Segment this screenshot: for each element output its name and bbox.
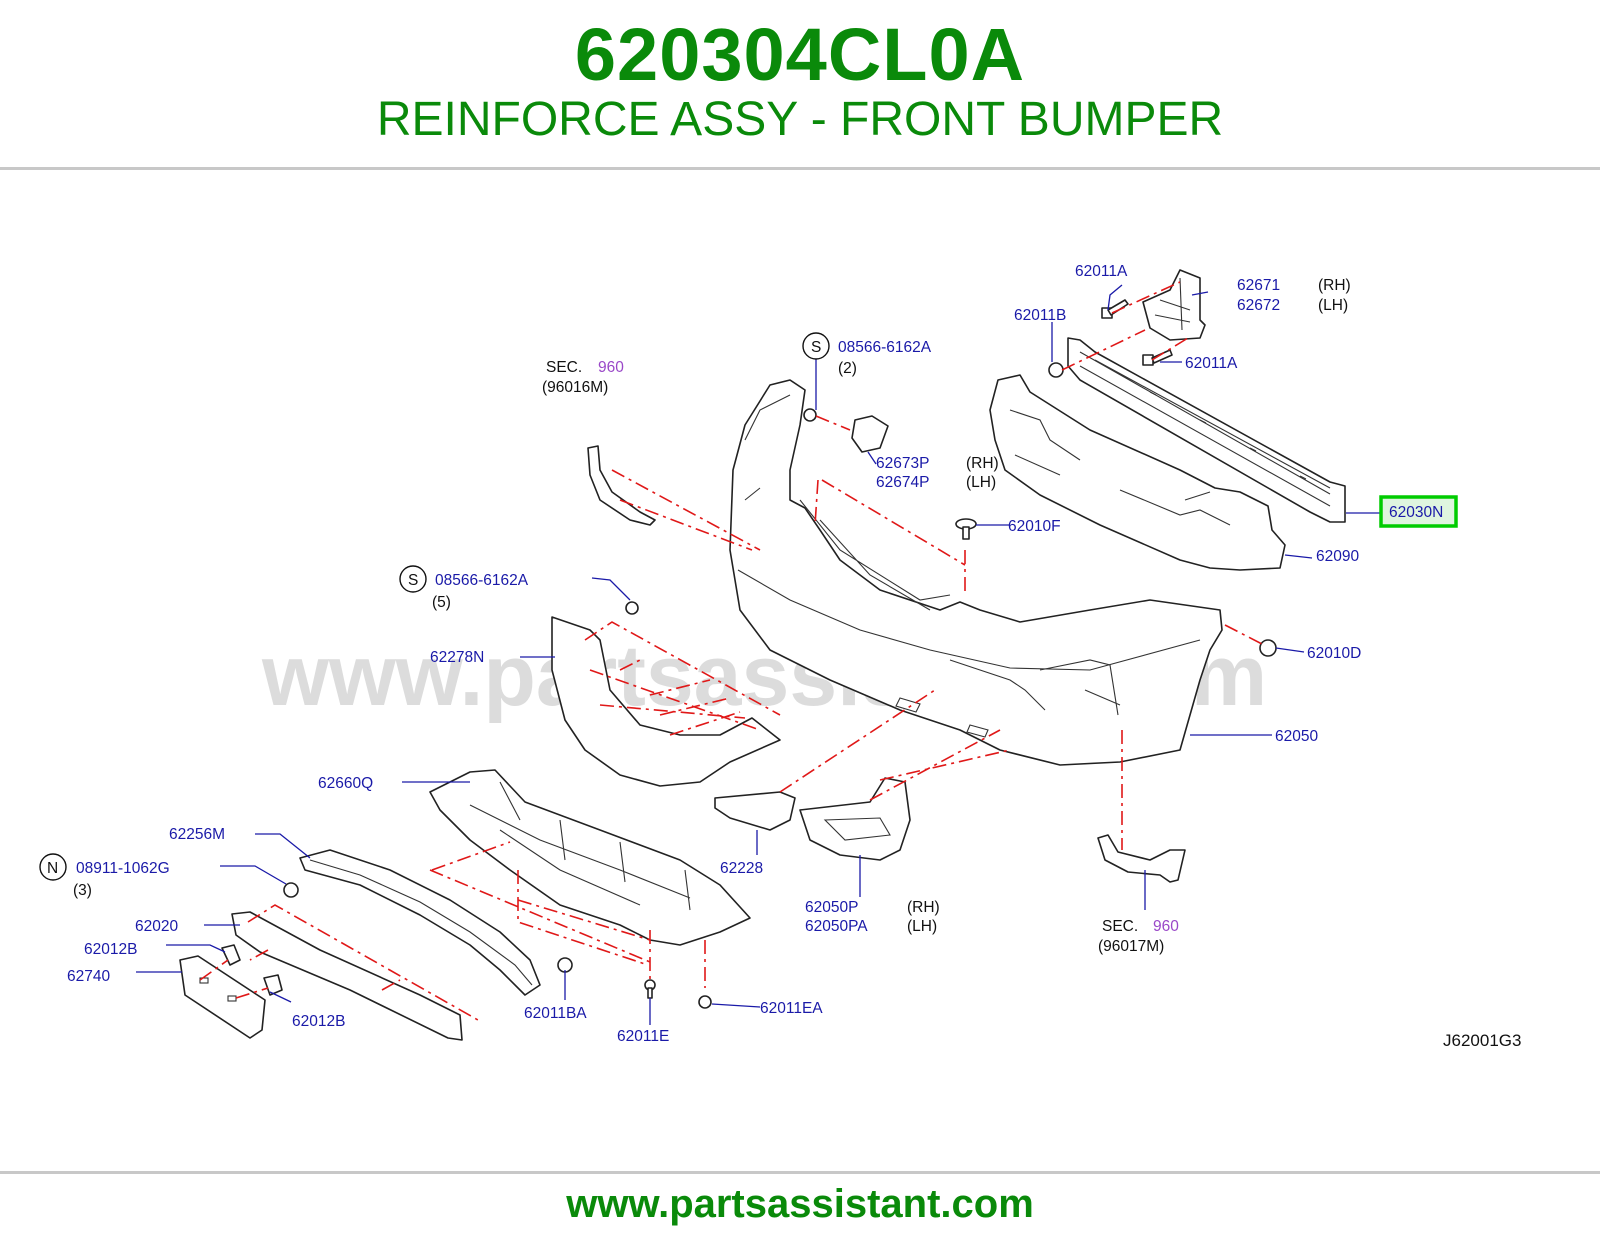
part-description: REINFORCE ASSY - FRONT BUMPER (376, 93, 1224, 146)
footer-divider (0, 1171, 1600, 1174)
callout-62673P: 62673P (876, 455, 929, 472)
cover-62228-part (714, 791, 796, 831)
qty-2: (2) (838, 360, 857, 377)
callout-62674P: 62674P (876, 474, 929, 491)
n-symbol-icon (39, 853, 67, 881)
grille-62278N-part (551, 616, 781, 787)
dash-lines-undercover (429, 841, 706, 988)
sec-sub-1: (96016M) (542, 379, 608, 396)
dash-lines-grille (584, 621, 781, 736)
s-symbol-top: S (811, 339, 821, 356)
callout-08566-top: 08566-6162A (838, 339, 932, 356)
callout-62090: 62090 (1316, 548, 1359, 565)
callout-62011A-top: 62011A (1075, 263, 1128, 280)
undercover-62660Q-part (429, 769, 751, 946)
callout-62278N: 62278N (430, 649, 484, 666)
clip-62011BA-part (557, 957, 573, 973)
clip-62010D-part (1259, 639, 1277, 657)
nut-62011B-part (1048, 362, 1064, 378)
callout-62660Q: 62660Q (318, 775, 373, 792)
bolt-08566-mid-part (625, 601, 639, 615)
callout-62011EA: 62011EA (760, 1000, 823, 1017)
dash-line-62228 (779, 689, 936, 793)
lh-label-1: (LH) (1318, 297, 1348, 314)
header-divider (0, 167, 1600, 170)
callout-62030N: 62030N (1389, 504, 1443, 521)
callout-62228: 62228 (720, 860, 763, 877)
reinforce-beam-62030N-part (1067, 337, 1346, 523)
callout-62050: 62050 (1275, 728, 1318, 745)
part-number-title: 620304CL0A (574, 13, 1026, 96)
sec-num-1: 960 (598, 359, 624, 376)
callout-labels: 62011A 62671 62672 (RH) (LH) 62011B 6201… (39, 263, 1521, 1050)
diagram-code: J62001G3 (1443, 1031, 1521, 1050)
callout-62050PA: 62050PA (805, 918, 868, 935)
leader-lines (136, 284, 1380, 1025)
bracket-96017M-part (1097, 834, 1186, 883)
sec-label-1: SEC. (546, 359, 582, 376)
callout-62011A-mid: 62011A (1185, 355, 1238, 372)
callout-62010D: 62010D (1307, 645, 1361, 662)
callout-62740: 62740 (67, 968, 110, 985)
callout-62011E: 62011E (617, 1028, 669, 1045)
clip-08911-part (283, 882, 299, 898)
bracket-62671-part (1142, 269, 1206, 341)
callout-62012B-top: 62012B (84, 941, 137, 958)
s-symbol-mid-icon (399, 565, 427, 593)
callout-08566-mid: 08566-6162A (435, 572, 529, 589)
parts-diagram: www.partsassistant.com (39, 263, 1521, 1050)
lh-label-3: (LH) (907, 918, 937, 935)
dash-lines-panel (247, 904, 479, 1021)
callout-08911: 08911-1062G (76, 860, 170, 877)
bolt-62011E-part (644, 979, 656, 999)
callout-62010F: 62010F (1008, 518, 1061, 535)
page-header: 620304CL0A REINFORCE ASSY - FRONT BUMPER (0, 0, 1600, 168)
dash-line-62050P (869, 729, 1011, 801)
bracket-62673P-part (851, 415, 889, 453)
s-symbol-mid: S (408, 572, 418, 589)
bolt-08566-top-part (803, 408, 817, 422)
dash-lines-plate (199, 959, 269, 999)
callout-62671: 62671 (1237, 277, 1280, 294)
clip-62012B-bot-part (263, 974, 283, 996)
sec-num-2: 960 (1153, 918, 1179, 935)
absorber-62090-part (989, 374, 1286, 571)
dash-lines-beam (1061, 281, 1189, 371)
highlight-box-62030N (1379, 495, 1458, 528)
clip-62012B-top-part (221, 944, 241, 966)
callout-62012B-bot: 62012B (292, 1013, 345, 1030)
bracket-96016M-part (587, 445, 656, 526)
rh-label-3: (RH) (907, 899, 940, 916)
bolt-62011A-top-part (1101, 299, 1129, 319)
callout-62050P: 62050P (805, 899, 858, 916)
bumper-fascia-62050-part (729, 379, 1223, 766)
bolt-62011EA-part (698, 995, 712, 1009)
n-symbol: N (47, 860, 58, 877)
bezel-62050P-part (799, 777, 911, 861)
clip-62010F-part (955, 518, 977, 540)
dash-line-bracket (815, 415, 851, 431)
callout-62011B: 62011B (1014, 307, 1066, 324)
footer-url[interactable]: www.partsassistant.com (566, 1182, 1034, 1226)
qty-5: (5) (432, 594, 451, 611)
callout-62256M: 62256M (169, 826, 225, 843)
dash-lines-sec960-left (611, 469, 761, 551)
sec-sub-2: (96017M) (1098, 938, 1164, 955)
panel-62020-part (231, 911, 463, 1041)
bracket-62740-part (179, 955, 266, 1039)
s-symbol-top-icon (802, 332, 830, 360)
qty-3: (3) (73, 882, 92, 899)
dash-line-62010D (1224, 624, 1263, 645)
rh-label-1: (RH) (1318, 277, 1351, 294)
sec-label-2: SEC. (1102, 918, 1138, 935)
rh-label-2: (RH) (966, 455, 999, 472)
callout-62672: 62672 (1237, 297, 1280, 314)
seal-62256M-part (299, 849, 541, 996)
dash-lines-center (814, 479, 966, 595)
callout-62011BA: 62011BA (524, 1005, 587, 1022)
lh-label-2: (LH) (966, 474, 996, 491)
callout-62020: 62020 (135, 918, 178, 935)
